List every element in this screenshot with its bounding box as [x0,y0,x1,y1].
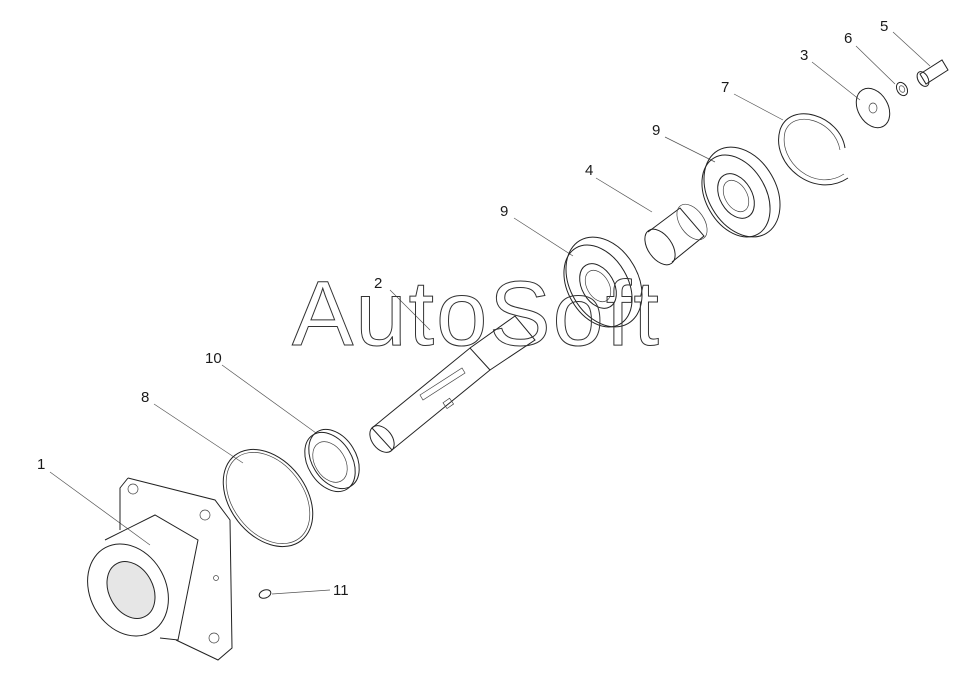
seal-outer [304,431,356,493]
shaft-end [369,425,395,453]
housing-body [104,514,199,641]
shaft-keyway [419,367,466,401]
housing-flange [127,477,233,661]
spacer-front [644,228,676,266]
housing-bolt-hole-br [208,632,220,644]
leader-3 [811,61,861,101]
part-5-bolt [916,59,949,87]
housing-bore-outer [87,543,169,637]
part-8-o-ring [222,448,314,548]
leader-6 [855,45,896,85]
watermark-text: AutoSoft [292,263,661,365]
part-9-bearing-upper [701,146,781,238]
seal-back [308,428,360,490]
bearing-lower-race [579,263,617,309]
callout-8: 8 [141,389,149,406]
part-4-spacer [644,203,708,266]
bearing-upper-race [717,173,755,219]
bearing-upper-bore [722,179,750,213]
retaining-ring-outer [778,113,849,186]
callout-9-upper: 9 [652,122,660,139]
bearing-lower-outer [565,236,643,328]
o-ring-outer [222,448,314,548]
bearing-upper-outer [703,146,781,238]
callout-7: 7 [721,79,729,96]
callout-6: 6 [844,30,852,47]
leader-9b [513,217,574,257]
lock-washer-inner [898,85,906,93]
callout-2: 2 [374,275,382,292]
o-ring-inner [225,452,311,544]
leader-1 [49,471,151,546]
plug-body [258,589,272,599]
washer-outer [855,87,891,129]
part-3-washer [855,87,891,129]
part-1-housing [87,477,233,661]
part-2-shaft [369,315,536,453]
leader-4 [595,177,653,213]
bearing-lower-face [563,244,633,328]
leader-9a [664,136,716,163]
shaft-key [442,397,455,410]
housing-bore-inner [106,561,156,619]
leader-lines [49,31,931,595]
callout-9-lower: 9 [500,203,508,220]
bearing-lower-bore [584,269,612,303]
housing-port [213,575,219,581]
housing-bolt-hole-tl [127,483,139,495]
spacer-back [676,203,708,241]
lock-washer-outer [895,81,909,97]
leader-8 [153,403,244,464]
callout-5: 5 [880,18,888,35]
part-7-retaining-ring [778,113,849,186]
part-10-seal [304,428,360,493]
washer-hole [868,102,878,114]
callout-labels: 1 2 3 4 5 6 7 8 9 9 10 11 [37,18,888,599]
leader-11 [271,589,331,595]
callout-3: 3 [800,47,808,64]
callout-1: 1 [37,456,45,473]
part-9-bearing-lower [563,236,643,328]
part-6-lock-washer [895,81,909,97]
callout-11: 11 [333,582,349,599]
leader-7 [733,93,784,121]
callout-4: 4 [585,162,593,179]
leader-2 [389,289,431,331]
leader-10 [221,364,317,434]
bearing-upper-face [701,154,771,238]
seal-lip [312,441,348,483]
housing-bolt-hole-tr [199,509,211,521]
bolt-shank [919,59,949,85]
bolt-head [916,71,930,87]
callout-10: 10 [205,350,222,367]
shaft-collar [469,315,536,371]
leader-5 [892,31,931,67]
retaining-ring-inner [783,118,845,181]
spacer-body [647,207,705,263]
housing-flange-edge [119,477,129,530]
part-11-plug [258,589,272,599]
